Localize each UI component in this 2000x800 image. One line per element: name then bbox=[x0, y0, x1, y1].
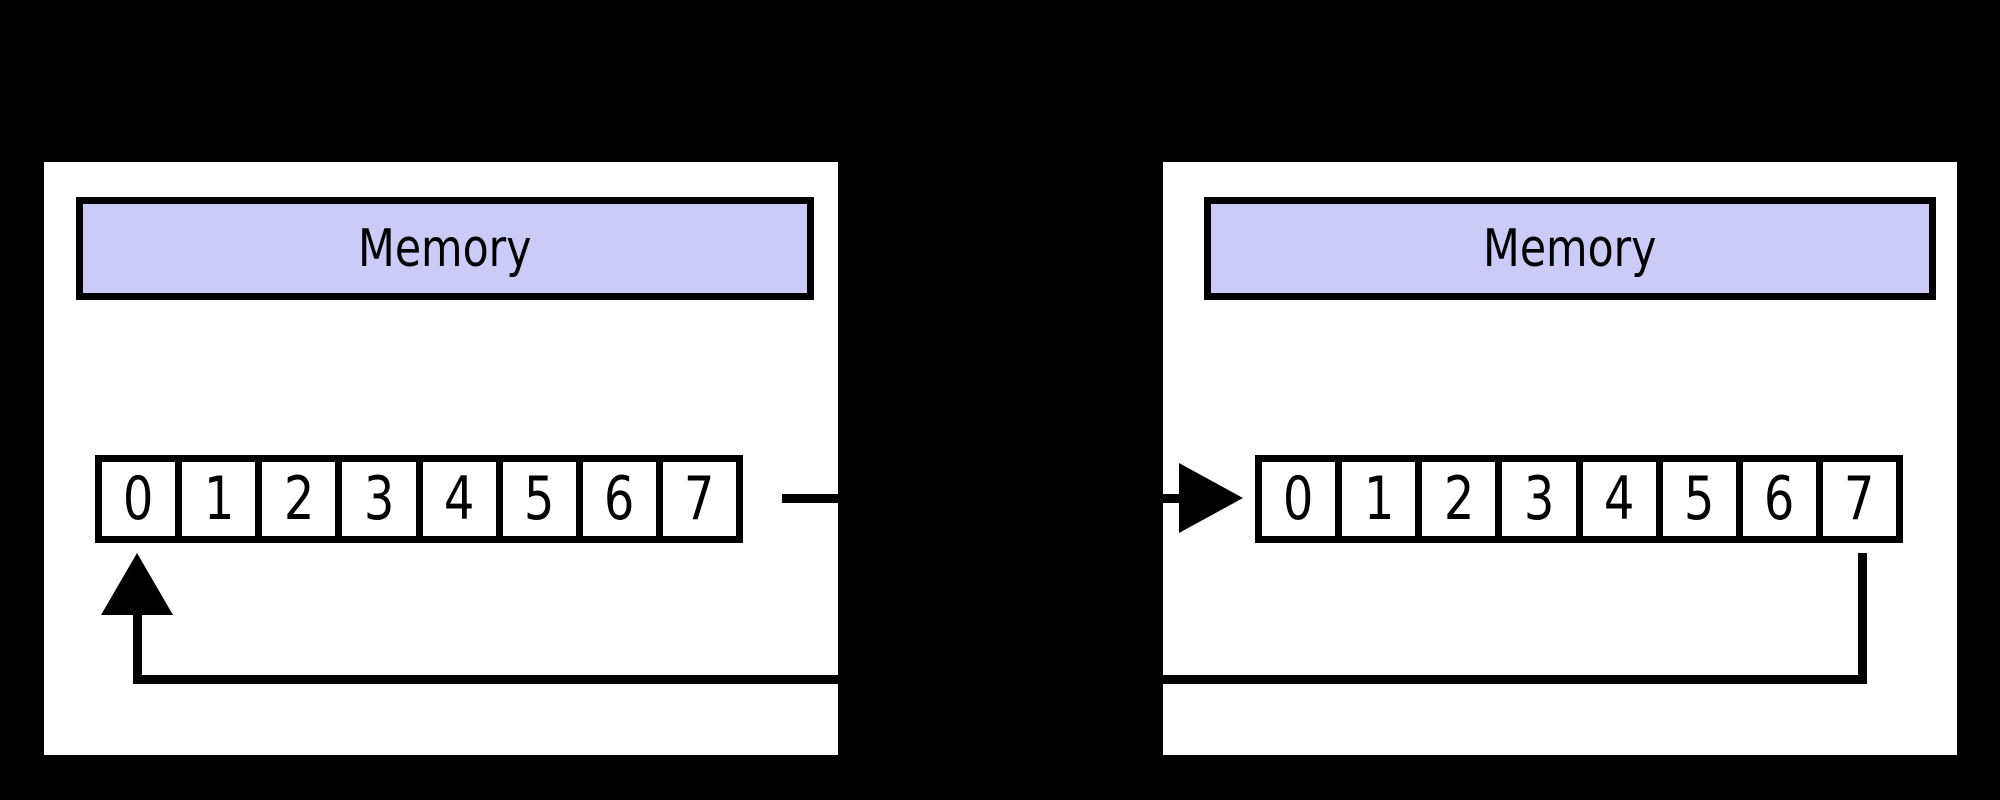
cell-index: 0 bbox=[1283, 464, 1314, 534]
memory-label-box: Memory bbox=[1204, 197, 1936, 300]
memory-panel-right: Memory 0 1 2 3 4 5 6 7 bbox=[1163, 162, 1957, 755]
memory-panel-left: Memory 0 1 2 3 4 5 6 7 bbox=[44, 162, 838, 755]
row-exit-line bbox=[782, 494, 838, 503]
memory-label-box: Memory bbox=[76, 197, 814, 300]
cell-index: 5 bbox=[1683, 464, 1715, 534]
memory-cell: 0 bbox=[1262, 462, 1335, 536]
wrap-line-vertical bbox=[133, 614, 142, 684]
memory-cell: 3 bbox=[335, 462, 415, 536]
memory-cell: 2 bbox=[255, 462, 335, 536]
cell-index: 3 bbox=[363, 464, 395, 534]
cell-index: 0 bbox=[123, 464, 154, 534]
memory-cell: 5 bbox=[495, 462, 576, 536]
cell-index: 2 bbox=[283, 464, 315, 534]
memory-cell: 6 bbox=[575, 462, 656, 536]
cell-index: 6 bbox=[604, 464, 635, 534]
cell-index: 3 bbox=[1523, 464, 1555, 534]
arrow-right-icon bbox=[1179, 463, 1243, 533]
cell-index: 5 bbox=[523, 464, 555, 534]
memory-label-text: Memory bbox=[358, 218, 532, 279]
memory-cell: 1 bbox=[175, 462, 255, 536]
memory-cell: 7 bbox=[655, 462, 736, 536]
cell-index: 6 bbox=[1764, 464, 1795, 534]
row-entry-line bbox=[1163, 494, 1180, 503]
cell-index: 4 bbox=[443, 464, 475, 534]
cell-index: 7 bbox=[684, 464, 715, 534]
memory-cell-row: 0 1 2 3 4 5 6 7 bbox=[1255, 455, 1903, 543]
memory-cell: 4 bbox=[1575, 462, 1656, 536]
cell-index: 1 bbox=[1363, 464, 1394, 534]
memory-cell: 1 bbox=[1335, 462, 1415, 536]
memory-cell: 3 bbox=[1495, 462, 1575, 536]
memory-cell: 5 bbox=[1655, 462, 1736, 536]
memory-cell-row: 0 1 2 3 4 5 6 7 bbox=[95, 455, 743, 543]
memory-cell: 2 bbox=[1415, 462, 1495, 536]
memory-cell: 6 bbox=[1735, 462, 1816, 536]
wrap-line-bottom bbox=[133, 675, 838, 684]
memory-cell: 4 bbox=[415, 462, 496, 536]
memory-cell: 0 bbox=[102, 462, 175, 536]
wrap-line-vertical bbox=[1858, 553, 1867, 684]
arrow-up-icon bbox=[101, 553, 173, 615]
wrap-line-bottom bbox=[1163, 675, 1867, 684]
cell-index: 2 bbox=[1443, 464, 1475, 534]
memory-label-text: Memory bbox=[1483, 218, 1657, 279]
memory-cell: 7 bbox=[1815, 462, 1896, 536]
cell-index: 7 bbox=[1844, 464, 1875, 534]
cell-index: 4 bbox=[1603, 464, 1635, 534]
cell-index: 1 bbox=[203, 464, 234, 534]
